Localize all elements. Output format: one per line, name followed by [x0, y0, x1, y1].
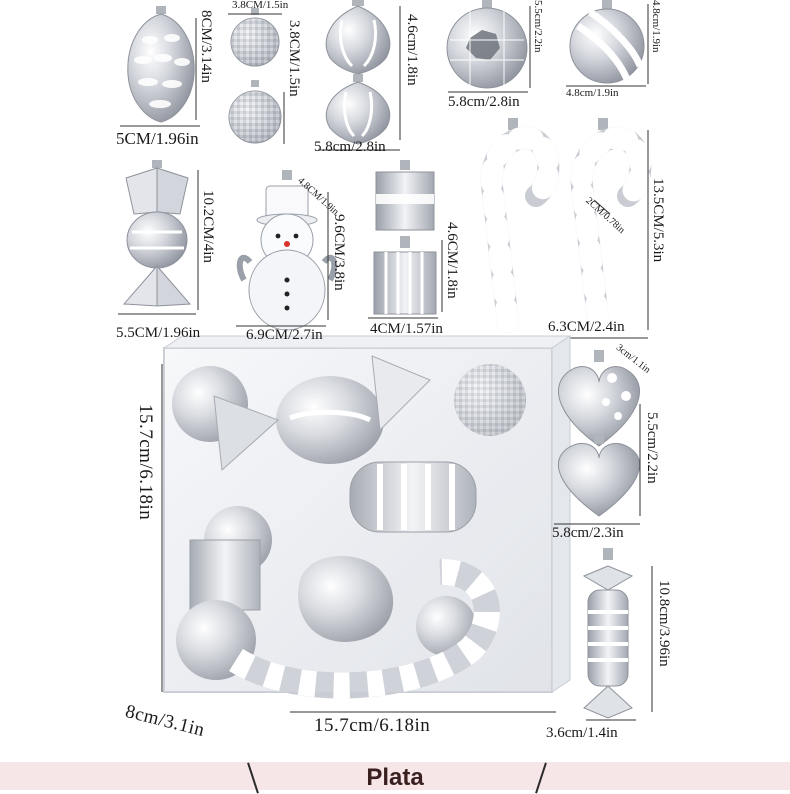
candy-cane-ornaments	[480, 118, 652, 333]
wrapped-candy-ornament	[122, 160, 192, 307]
onion-height-label: 4.6cm/1.8in	[404, 14, 420, 86]
striped-ball-width-label: 4.8cm/1.9in	[566, 87, 619, 99]
onion-width-label: 5.8cm/2.8in	[314, 139, 386, 155]
box-width-label: 15.7cm/6.18in	[314, 715, 431, 736]
wrapped-candy-height-label: 10.2CM/4in	[200, 190, 216, 263]
boxed-ornament-set	[162, 335, 572, 699]
gift-box-height-label: 4.6CM/1.8in	[444, 222, 460, 299]
mosaic-ball-height-label: 3.8CM/1.5in	[286, 20, 302, 97]
mosaic-ball-width-label: 3.8CM/1.5in	[232, 0, 289, 11]
long-candy-ornament	[582, 548, 634, 719]
heart-height-label: 5.5cm/2.2in	[644, 412, 660, 484]
pinecone-ornament	[127, 6, 195, 123]
pinecone-width-label: 5CM/1.96in	[116, 129, 199, 148]
faceted-ball-height-label: 5.5cm/2.2in	[532, 0, 544, 53]
heart-width-label: 5.8cm/2.3in	[552, 525, 624, 541]
onion-ornament	[325, 0, 391, 145]
candy-cane-width-label: 6.3CM/2.4in	[548, 319, 625, 335]
gift-box-width-label: 4CM/1.57in	[370, 321, 443, 337]
long-candy-height-label: 10.8cm/3.96in	[656, 580, 672, 667]
long-candy-width-label: 3.6cm/1.4in	[546, 725, 618, 741]
snowman-ornament	[236, 170, 338, 331]
box-height-label: 15.7cm/6.18in	[135, 404, 156, 521]
faceted-ball-width-label: 5.8cm/2.8in	[448, 94, 520, 110]
pinecone-height-label: 8CM/3.14in	[198, 10, 214, 83]
color-variant-banner	[0, 762, 790, 790]
wrapped-candy-width-label: 5.5CM/1.96in	[116, 325, 201, 341]
color-variant-title: Plata	[366, 764, 424, 791]
striped-ball-ornament	[569, 0, 645, 84]
heart-ornaments	[558, 350, 640, 517]
striped-ball-height-label: 4.8cm/1.9in	[650, 0, 662, 53]
snowman-width-label: 6.9CM/2.7in	[246, 327, 323, 343]
gift-box-ornaments	[373, 160, 437, 315]
faceted-ball-ornament	[446, 0, 528, 89]
candy-cane-height-label: 13.5CM/5.3in	[650, 178, 666, 263]
mosaic-ball-ornaments	[228, 8, 282, 144]
ornament-illustration	[118, 0, 653, 721]
snowman-height-label: 9.6CM/3.8in	[331, 214, 347, 291]
